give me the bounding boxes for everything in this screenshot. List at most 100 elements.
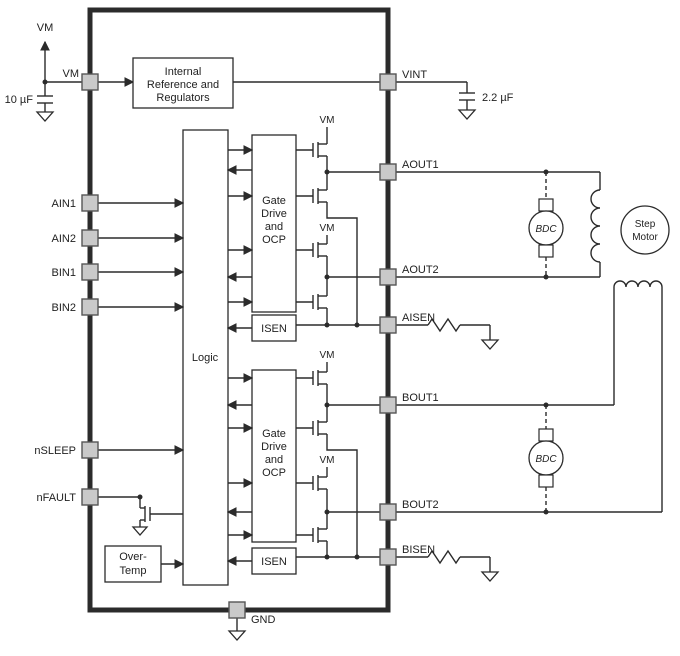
vm-fet-label: VM xyxy=(320,350,335,361)
block-label: Drive xyxy=(261,208,287,220)
vm-rail-label: VM xyxy=(37,22,54,34)
block-label: Over- xyxy=(119,551,147,563)
gnd-circuit xyxy=(227,618,247,641)
block-label: Logic xyxy=(192,352,219,364)
block-internal-reference: Internal Reference and Regulators xyxy=(132,57,380,109)
pin-vint: VINT xyxy=(379,69,427,91)
block-label: and xyxy=(265,454,283,466)
mosfet-icon xyxy=(295,526,328,544)
ground-icon xyxy=(35,111,55,122)
pin-aout2-label: AOUT2 xyxy=(402,264,439,276)
pin-vm: VM xyxy=(63,68,99,91)
step-motor: Step Motor xyxy=(620,205,670,255)
resistor-icon xyxy=(427,317,461,333)
block-label: Reference and xyxy=(147,79,219,91)
vm-supply-circuit: VM 10 µF xyxy=(5,22,135,122)
block-gate-drive-a: Gate Drive and OCP xyxy=(251,134,297,313)
bulk-cap-label: 10 µF xyxy=(5,94,34,106)
block-label: Gate xyxy=(262,195,286,207)
ground-icon xyxy=(131,526,149,536)
motor-terminal xyxy=(538,474,554,488)
pin-bin1-label: BIN1 xyxy=(52,267,76,279)
pin-ain2: AIN2 xyxy=(52,229,99,247)
nfault-open-drain-circuit xyxy=(98,494,183,536)
block-label: Temp xyxy=(120,565,147,577)
pin-aout1-label: AOUT1 xyxy=(402,159,439,171)
mosfet-icon xyxy=(295,141,328,159)
step-motor-label: Step xyxy=(635,219,656,230)
junction-dot xyxy=(354,554,360,560)
pin-bout1-label: BOUT1 xyxy=(402,392,439,404)
block-label: Gate xyxy=(262,428,286,440)
block-label: and xyxy=(265,221,283,233)
pin-bout2-label: BOUT2 xyxy=(402,499,439,511)
pin-nsleep-label: nSLEEP xyxy=(34,445,76,457)
mosfet-bridge-a: VM VM xyxy=(295,115,380,328)
bdc-motor-label: BDC xyxy=(535,224,557,235)
motor-terminal xyxy=(538,198,554,212)
external-motor-wiring: BDC Step Motor BDC xyxy=(396,169,670,515)
junction-dot xyxy=(543,274,549,280)
block-label: Regulators xyxy=(156,92,210,104)
pin-vint-label: VINT xyxy=(402,69,427,81)
mosfet-icon xyxy=(295,293,328,311)
logic-gatedrive-signals xyxy=(226,145,254,566)
pin-nfault-label: nFAULT xyxy=(36,492,76,504)
block-label: Internal xyxy=(165,66,202,78)
bulk-capacitor-icon xyxy=(37,82,53,112)
pin-ain1-label: AIN1 xyxy=(52,198,76,210)
vint-cap-label: 2.2 µF xyxy=(482,92,514,104)
pin-aout1: AOUT1 xyxy=(379,159,439,181)
pin-gnd: GND xyxy=(228,601,276,626)
block-label: OCP xyxy=(262,234,286,246)
block-logic: Logic xyxy=(182,129,229,586)
block-isen-a: ISEN xyxy=(251,314,297,342)
vm-fet-label: VM xyxy=(320,115,335,126)
pin-gnd-label: GND xyxy=(251,614,276,626)
junction-dot xyxy=(324,554,330,560)
pin-bisen: BISEN xyxy=(379,544,435,566)
mosfet-icon xyxy=(295,369,328,387)
pin-vm-label: VM xyxy=(63,68,80,80)
bdc-motor-a: BDC xyxy=(528,172,564,277)
mosfet-icon xyxy=(295,474,328,492)
aisen-sense-circuit xyxy=(396,317,500,350)
ground-icon xyxy=(457,109,477,120)
vint-capacitor-icon xyxy=(459,82,475,110)
motor-terminal xyxy=(538,428,554,442)
bisen-sense-circuit xyxy=(396,549,500,582)
junction-dot xyxy=(324,322,330,328)
pin-bisen-label: BISEN xyxy=(402,544,435,556)
inductor-coil-icon xyxy=(590,189,601,263)
mosfet-icon xyxy=(295,187,328,205)
block-label: ISEN xyxy=(261,556,287,568)
pin-bout2: BOUT2 xyxy=(379,499,439,521)
mosfet-bridge-b: VM VM xyxy=(295,350,380,560)
block-label: OCP xyxy=(262,467,286,479)
vint-circuit: 2.2 µF xyxy=(396,81,514,120)
pin-bin2-label: BIN2 xyxy=(52,302,76,314)
pin-ain1: AIN1 xyxy=(52,194,99,212)
mosfet-icon xyxy=(139,497,183,527)
inductor-coil-icon xyxy=(613,280,663,288)
step-motor-label: Motor xyxy=(632,232,658,243)
block-label: ISEN xyxy=(261,323,287,335)
resistor-icon xyxy=(427,549,461,565)
ground-icon xyxy=(227,630,247,641)
ground-icon xyxy=(480,339,500,350)
block-overtemp: Over- Temp xyxy=(104,545,185,583)
pin-bout1: BOUT1 xyxy=(379,392,439,414)
pin-bin2: BIN2 xyxy=(52,298,99,316)
pin-bin1: BIN1 xyxy=(52,263,99,281)
input-signal-wires xyxy=(98,198,185,455)
pin-nfault: nFAULT xyxy=(36,488,99,506)
pin-aout2: AOUT2 xyxy=(379,264,439,286)
block-gate-drive-b: Gate Drive and OCP xyxy=(251,369,297,543)
block-isen-b: ISEN xyxy=(251,547,297,575)
pin-aisen: AISEN xyxy=(379,312,435,334)
mosfet-icon xyxy=(295,241,328,259)
bdc-motor-b: BDC xyxy=(528,405,564,512)
mosfet-icon xyxy=(295,419,328,437)
motor-terminal xyxy=(538,244,554,258)
